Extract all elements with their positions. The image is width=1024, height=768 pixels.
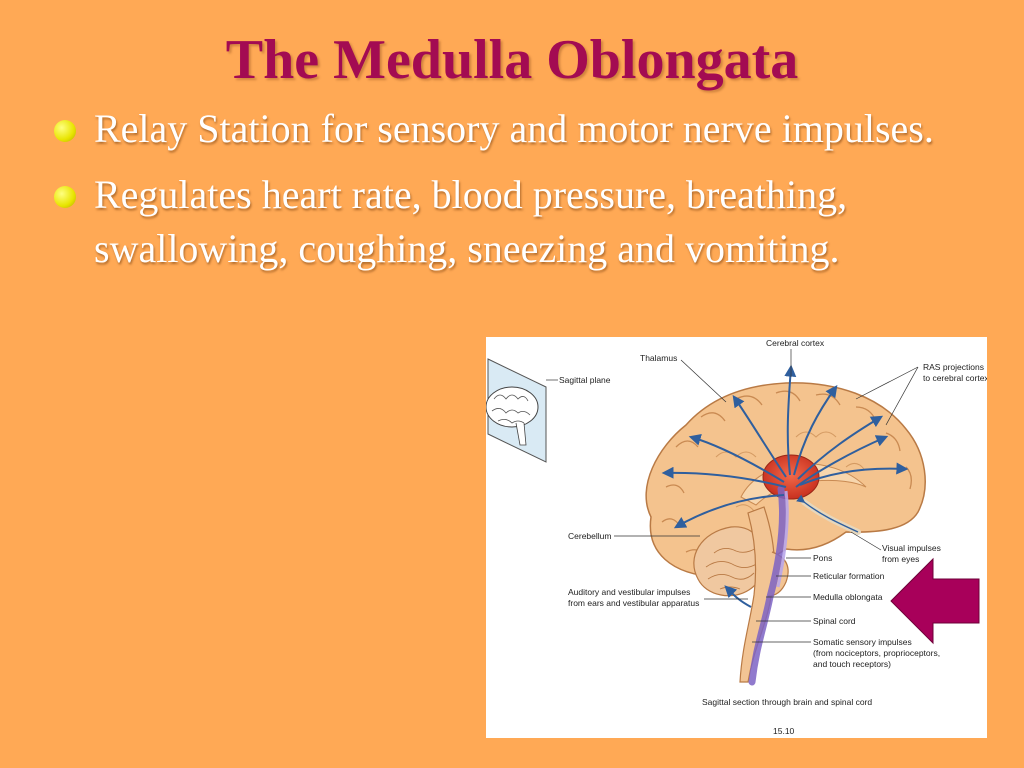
label-auditory-impulses: Auditory and vestibular impulses	[568, 587, 690, 597]
bullet-text: Regulates heart rate, blood pressure, br…	[94, 172, 848, 271]
label-auditory-impulses-2: from ears and vestibular apparatus	[568, 598, 699, 608]
sagittal-plane-inset	[486, 358, 547, 463]
leader-lines	[546, 349, 919, 643]
label-cerebellum: Cerebellum	[568, 531, 611, 541]
pointer-arrow-icon	[890, 557, 980, 645]
label-ras-projections-2: to cerebral cortex	[923, 373, 987, 383]
bullet-list: Relay Station for sensory and motor nerv…	[52, 102, 982, 288]
label-pons: Pons	[813, 553, 832, 563]
slide-title: The Medulla Oblongata	[225, 29, 799, 91]
bullet-dot-icon	[54, 186, 76, 208]
label-somatic-impulses-2: (from nociceptors, proprioceptors,	[813, 648, 940, 658]
brain-diagram: Cerebral cortex Thalamus RAS projections…	[486, 337, 987, 738]
bullet-regulates: Regulates heart rate, blood pressure, br…	[52, 168, 982, 276]
label-cerebral-cortex: Cerebral cortex	[766, 338, 825, 348]
ras-projection-arrows	[661, 364, 909, 608]
bullet-dot-icon	[54, 120, 76, 142]
label-reticular-formation: Reticular formation	[813, 571, 885, 581]
label-thalamus: Thalamus	[640, 353, 677, 363]
label-sagittal-plane: Sagittal plane	[559, 375, 611, 385]
brain-diagram-svg: Cerebral cortex Thalamus RAS projections…	[486, 338, 987, 736]
figure-number: 15.10	[773, 726, 795, 736]
label-visual-impulses: Visual impulses	[882, 543, 941, 553]
label-ras-projections: RAS projections	[923, 362, 984, 372]
label-visual-impulses-2: from eyes	[882, 554, 919, 564]
bullet-text: Relay Station for sensory and motor nerv…	[94, 106, 934, 151]
figure-caption: Sagittal section through brain and spina…	[702, 697, 872, 707]
label-spinal-cord: Spinal cord	[813, 616, 856, 626]
label-somatic-impulses: Somatic sensory impulses	[813, 637, 912, 647]
label-somatic-impulses-3: and touch receptors)	[813, 659, 891, 669]
bullet-relay-station: Relay Station for sensory and motor nerv…	[52, 102, 982, 156]
label-medulla-oblongata: Medulla oblongata	[813, 592, 883, 602]
